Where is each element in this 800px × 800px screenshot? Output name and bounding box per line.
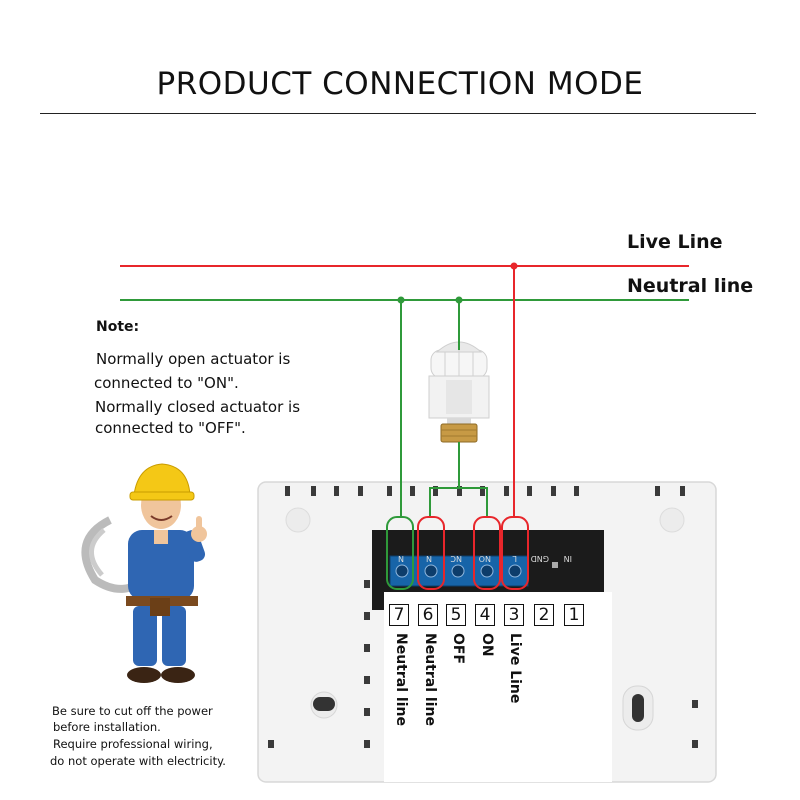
block-mark-n1: N	[398, 554, 404, 563]
note-line: Normally open actuator is	[96, 350, 291, 368]
warning-line: do not operate with electricity.	[50, 754, 226, 768]
neutral-line-label: Neutral line	[627, 275, 754, 297]
actuator-wire-on	[429, 442, 460, 517]
terminal-label-3: Live Line	[507, 633, 523, 704]
thermostat-housing	[257, 481, 717, 783]
thermal-actuator	[428, 341, 490, 443]
terminal-box-3	[501, 516, 529, 590]
title-divider	[40, 113, 756, 114]
junction-dot	[397, 296, 405, 304]
terminal-box-7	[386, 516, 414, 590]
block-mark-no: NO	[479, 554, 491, 563]
live-line-label: Live Line	[627, 231, 723, 253]
terminal-number-6: 6	[418, 604, 438, 626]
warning-line: before installation.	[53, 720, 161, 734]
terminal-number-1: 1	[564, 604, 584, 626]
block-mark-n2: N	[426, 554, 432, 563]
terminal-box-6	[417, 516, 445, 590]
block-mark-in: IN	[564, 554, 572, 563]
junction-dot	[455, 296, 463, 304]
electrician-illustration	[81, 463, 207, 683]
warning-line: Require professional wiring,	[53, 737, 213, 751]
vent-slots	[268, 486, 698, 748]
actuator-wire-on-b	[459, 487, 488, 517]
terminal-label-4: ON	[479, 633, 495, 657]
note-line: connected to "ON".	[94, 374, 239, 392]
warning-line: Be sure to cut off the power	[52, 704, 213, 718]
junction-dot	[510, 262, 518, 270]
note-line: Normally closed actuator is	[95, 398, 301, 416]
terminal-number-4: 4	[475, 604, 495, 626]
terminal-number-3: 3	[504, 604, 524, 626]
terminal-number-5: 5	[446, 604, 466, 626]
block-mark-nc: NC	[450, 554, 462, 563]
terminal-number-2: 2	[534, 604, 554, 626]
block-mark-l: L	[512, 554, 517, 563]
page-title: PRODUCT CONNECTION MODE	[156, 66, 644, 102]
note-title: Note:	[96, 319, 140, 335]
terminal-label-7: Neutral line	[393, 633, 409, 726]
terminal-number-7: 7	[389, 604, 409, 626]
terminal-label-6: Neutral line	[422, 633, 438, 726]
terminal-box-4	[473, 516, 501, 590]
note-line: connected to "OFF".	[95, 419, 246, 437]
terminal-label-5: OFF	[450, 633, 466, 665]
block-mark-gnd: GND	[531, 554, 549, 563]
